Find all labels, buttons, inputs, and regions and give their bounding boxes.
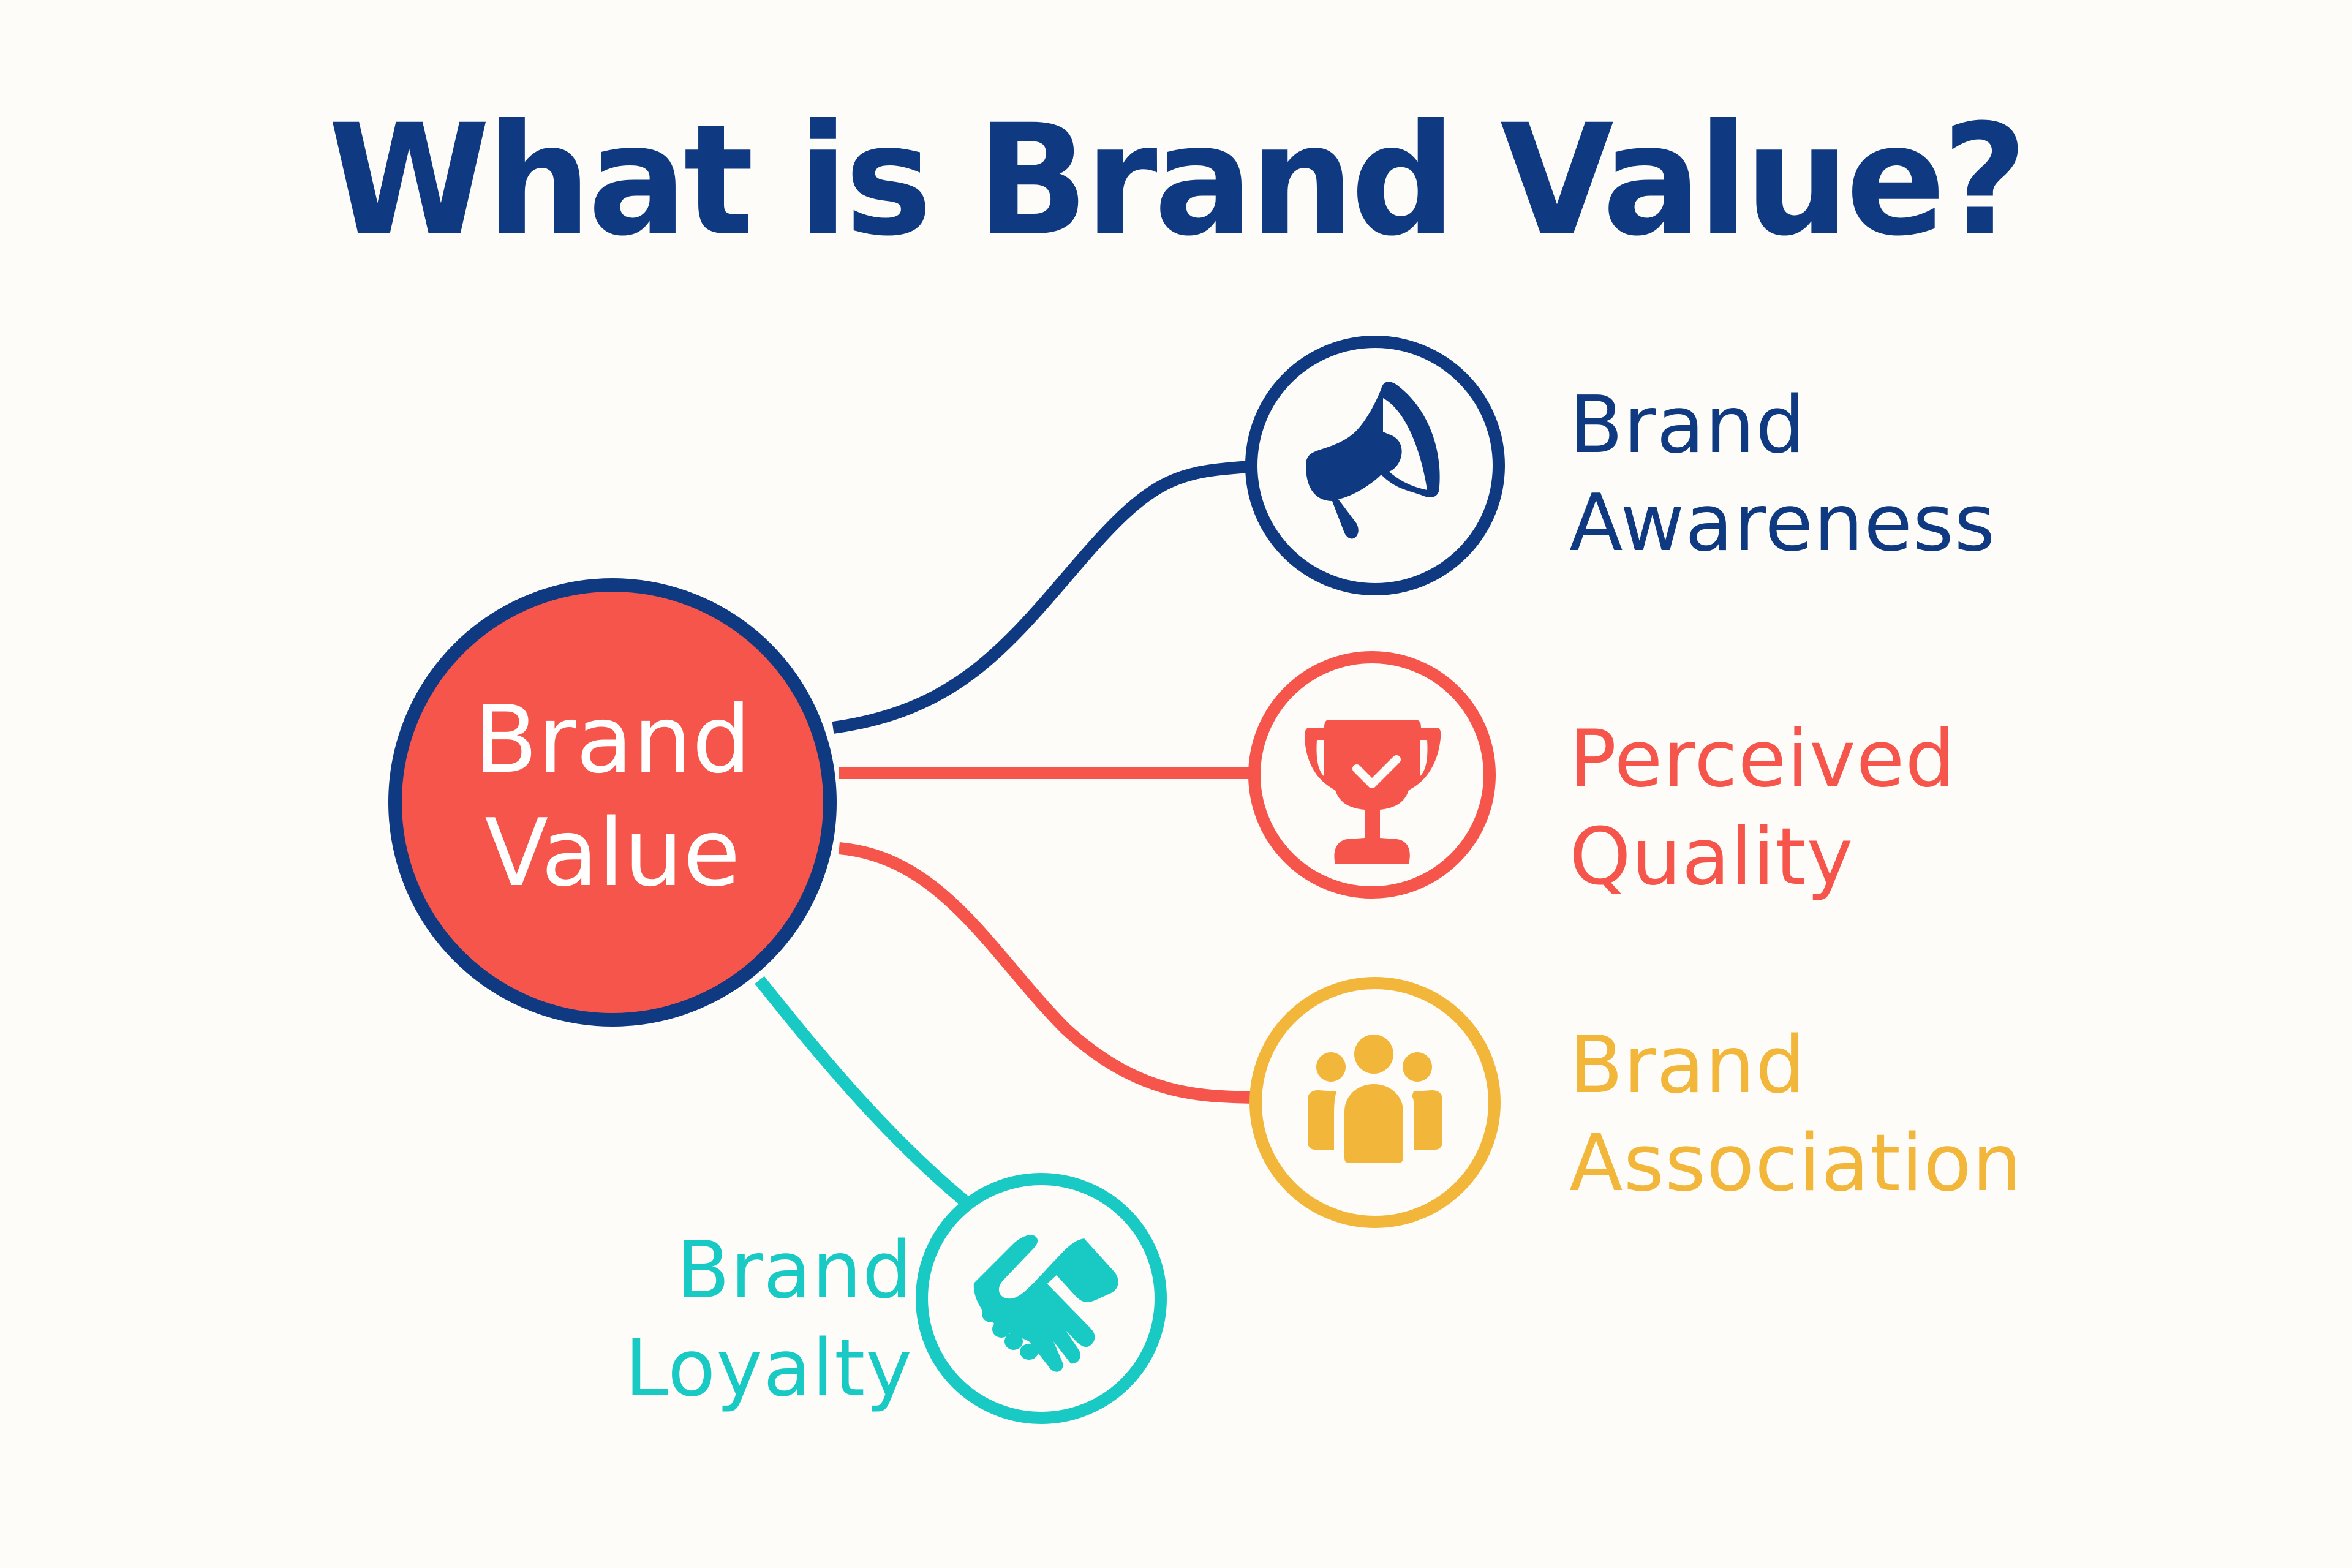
label-association-line1: Brand — [1569, 1020, 1806, 1111]
label-loyalty-line2: Loyalty — [624, 1323, 913, 1414]
center-label-line2: Value — [484, 799, 741, 907]
label-awareness-line2: Awareness — [1569, 478, 1996, 569]
label-brand-awareness: Brand Awareness — [1569, 377, 1996, 573]
node-association-circle — [1250, 977, 1501, 1228]
megaphone-icon — [1306, 382, 1440, 539]
trophy-check-icon — [1305, 720, 1441, 864]
handshake-icon — [973, 1235, 1118, 1372]
label-association-line2: Association — [1569, 1118, 2022, 1209]
label-brand-loyalty: Brand Loyalty — [612, 1222, 913, 1418]
center-label: Brand Value — [398, 683, 827, 910]
label-loyalty-line1: Brand — [676, 1225, 913, 1316]
node-quality-circle — [1248, 651, 1496, 899]
center-label-line1: Brand — [473, 685, 752, 794]
connector-loyalty — [755, 976, 972, 1208]
label-awareness-line1: Brand — [1569, 380, 1806, 471]
node-loyalty-circle — [916, 1173, 1167, 1424]
label-brand-association: Brand Association — [1569, 1017, 2022, 1213]
label-quality-line1: Perceived — [1569, 714, 1956, 805]
people-group-icon — [1308, 1035, 1442, 1163]
node-awareness-circle — [1245, 336, 1505, 595]
connector-association — [839, 842, 1256, 1104]
connector-awareness — [832, 461, 1250, 734]
page-title: What is Brand Value? — [328, 91, 2027, 270]
label-quality-line2: Quality — [1569, 812, 1854, 903]
center-circle — [388, 578, 837, 1027]
label-perceived-quality: Perceived Quality — [1569, 710, 1956, 907]
